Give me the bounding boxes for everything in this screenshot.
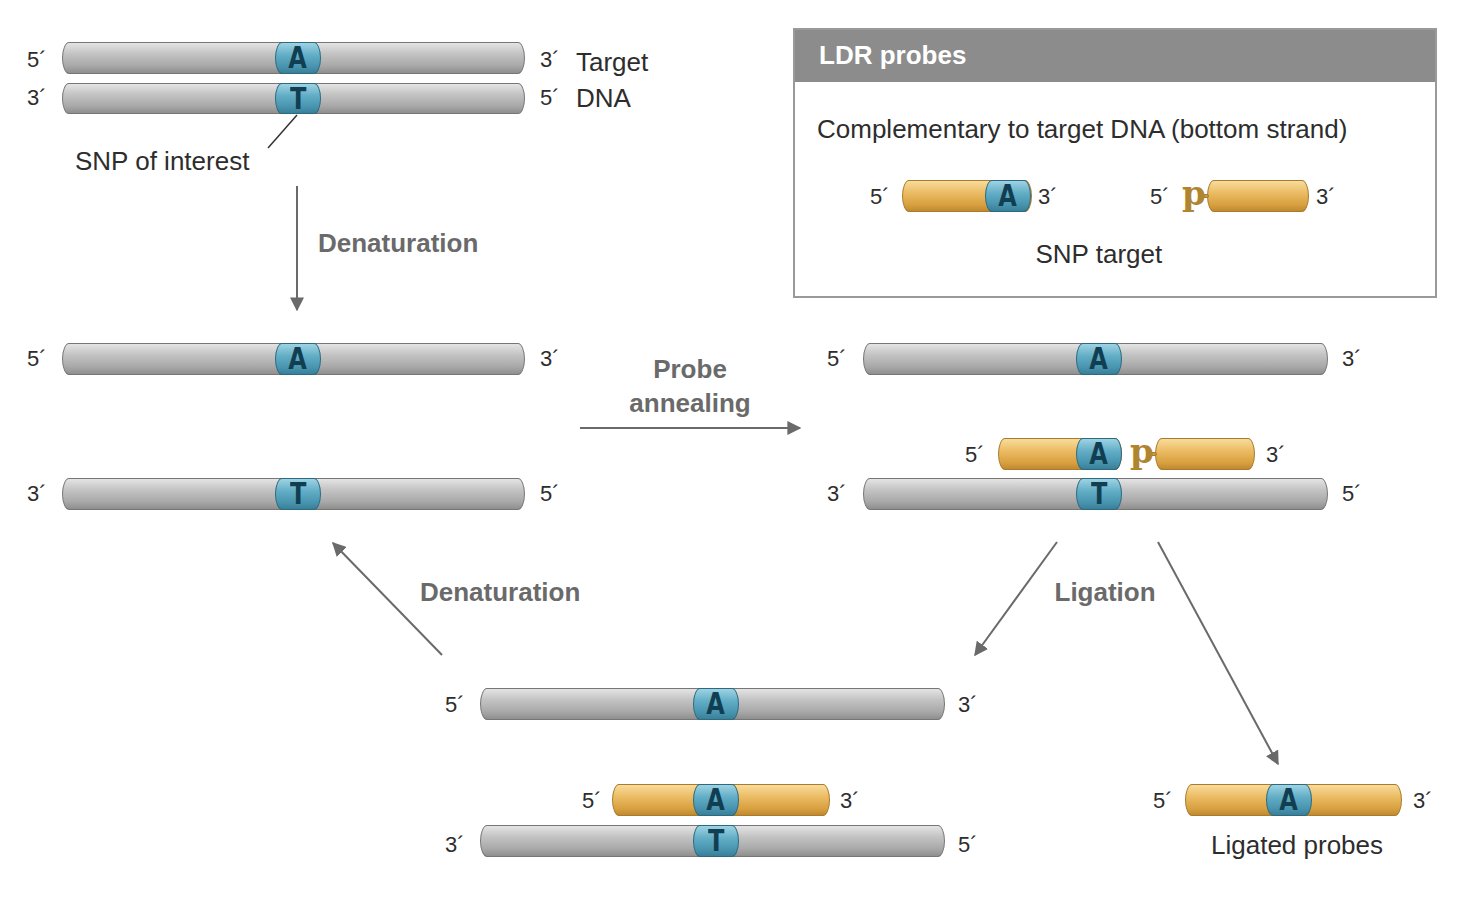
strand-end-label: 5´: [1153, 788, 1173, 814]
dna-strand: A: [480, 688, 945, 720]
annotation-text: SNP of interest: [75, 146, 249, 177]
nucleotide-letter: T: [290, 84, 306, 114]
probe: A: [1185, 784, 1402, 816]
step-label: Ligation: [1055, 577, 1156, 608]
dna-strand: A: [863, 343, 1328, 375]
process-arrow: [975, 542, 1057, 655]
phosphorylated-probe: p: [1155, 438, 1255, 470]
probe: A: [998, 438, 1122, 470]
dna-strand: A: [62, 42, 525, 74]
strand-end-label: 5´: [870, 184, 890, 210]
dna-strand: T: [480, 825, 945, 857]
strand-end-label: 3´: [27, 85, 47, 111]
strand-end-label: 5´: [540, 85, 560, 111]
snp-site: A: [275, 42, 321, 74]
nucleotide-letter: A: [999, 181, 1018, 211]
strand-end-label: 3´: [540, 346, 560, 372]
strand-end-label: 5´: [958, 832, 978, 858]
nucleotide-letter: A: [707, 689, 726, 719]
strand-end-label: 3´: [958, 692, 978, 718]
step-label: Probe annealing: [605, 352, 775, 420]
box-heading: LDR probes: [819, 40, 966, 71]
strand-end-label: 5´: [1150, 184, 1170, 210]
leader-line: [268, 115, 297, 148]
dna-strand: A: [62, 343, 525, 375]
snp-site: A: [1266, 784, 1312, 816]
process-arrow: [580, 427, 800, 429]
snp-site: A: [693, 688, 739, 720]
annotation-text: SNP target: [1036, 239, 1163, 270]
strand-end-label: 3´: [1413, 788, 1433, 814]
probe: A: [902, 180, 1032, 212]
step-label: Denaturation: [318, 228, 478, 259]
strand-end-label: 3´: [1342, 346, 1362, 372]
strand-end-label: 5´: [540, 481, 560, 507]
strand-end-label: 5´: [582, 788, 602, 814]
snp-site: T: [275, 478, 321, 510]
dna-strand: T: [62, 478, 525, 510]
phosphorylated-probe: p: [1207, 180, 1309, 212]
snp-site: A: [985, 180, 1031, 212]
strand-end-label: 3´: [27, 481, 47, 507]
snp-site: T: [1076, 478, 1122, 510]
nucleotide-letter: T: [1091, 479, 1107, 509]
box-body-text: Complementary to target DNA (bottom stra…: [817, 114, 1347, 145]
nucleotide-letter: T: [708, 826, 724, 856]
phosphate-mark: p: [1182, 176, 1206, 210]
strand-end-label: 5´: [445, 692, 465, 718]
nucleotide-letter: A: [707, 785, 726, 815]
nucleotide-letter: A: [289, 344, 308, 374]
process-arrow: [1158, 542, 1278, 764]
strand-end-label: 5´: [827, 346, 847, 372]
nucleotide-letter: A: [289, 43, 308, 73]
strand-end-label: 5´: [1342, 481, 1362, 507]
strand-end-label: 3´: [540, 47, 560, 73]
strand-end-label: 5´: [965, 442, 985, 468]
probe: A: [612, 784, 830, 816]
strand-end-label: 3´: [840, 788, 860, 814]
step-label: Denaturation: [420, 577, 580, 608]
nucleotide-letter: A: [1090, 344, 1109, 374]
strand-end-label: 5´: [27, 346, 47, 372]
snp-site: T: [693, 825, 739, 857]
snp-site: A: [1076, 438, 1122, 470]
nucleotide-letter: A: [1280, 785, 1299, 815]
process-arrow: [296, 186, 298, 310]
dna-strand: T: [863, 478, 1328, 510]
snp-site: A: [1076, 343, 1122, 375]
strand-end-label: 3´: [1266, 442, 1286, 468]
strand-end-label: 5´: [27, 47, 47, 73]
strand-end-label: 3´: [827, 481, 847, 507]
nucleotide-letter: A: [1090, 439, 1109, 469]
snp-site: A: [275, 343, 321, 375]
strand-end-label: 3´: [1038, 184, 1058, 210]
annotation-text: Ligated probes: [1211, 830, 1383, 861]
snp-site: T: [275, 83, 321, 114]
strand-end-label: 3´: [1316, 184, 1336, 210]
nucleotide-letter: T: [290, 479, 306, 509]
dna-strand: T: [62, 83, 525, 114]
phosphate-mark: p: [1130, 434, 1154, 468]
annotation-text: Target DNA: [576, 44, 666, 116]
snp-site: A: [693, 784, 739, 816]
strand-end-label: 3´: [445, 832, 465, 858]
